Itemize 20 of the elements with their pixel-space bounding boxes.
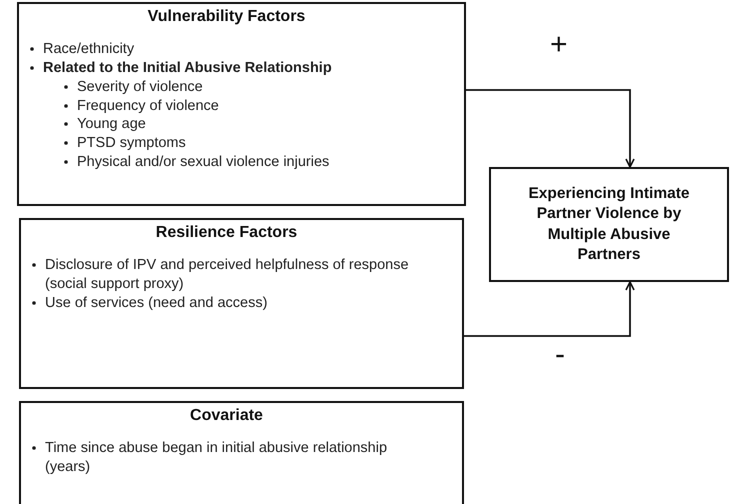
factor-box	[19, 401, 464, 504]
bullet-item: Frequency of violence	[77, 98, 219, 114]
box-heading: Covariate	[190, 407, 263, 425]
bullet-item: Time since abuse began in initial abusive relationship (years)	[45, 440, 388, 475]
arrow	[464, 281, 635, 337]
factor-box	[19, 218, 464, 389]
box-heading: Resilience Factors	[156, 224, 298, 242]
bullet-item: Severity of violence	[77, 78, 203, 95]
bullet-item: Race/ethnicity	[43, 41, 134, 57]
box-heading: Vulnerability Factors	[148, 8, 306, 26]
bullet-item: Related to the Initial Abusive Relationship	[43, 60, 332, 76]
bullet-item: PTSD symptoms	[77, 135, 186, 152]
bullet-item: Use of services (need and access)	[45, 294, 268, 311]
outcome-box	[489, 167, 729, 282]
outcome-title: Experiencing Intimate Partner Violence by Multiple Abusive Partners	[527, 184, 691, 265]
bullet-item: Disclosure of IPV and perceived helpfulness of response (social support proxy)	[45, 257, 409, 292]
factor-box	[17, 2, 466, 206]
bullet-item: Physical and/or sexual violence injuries	[77, 154, 330, 170]
arrow	[466, 89, 635, 168]
bullet-item: Young age	[77, 116, 146, 132]
